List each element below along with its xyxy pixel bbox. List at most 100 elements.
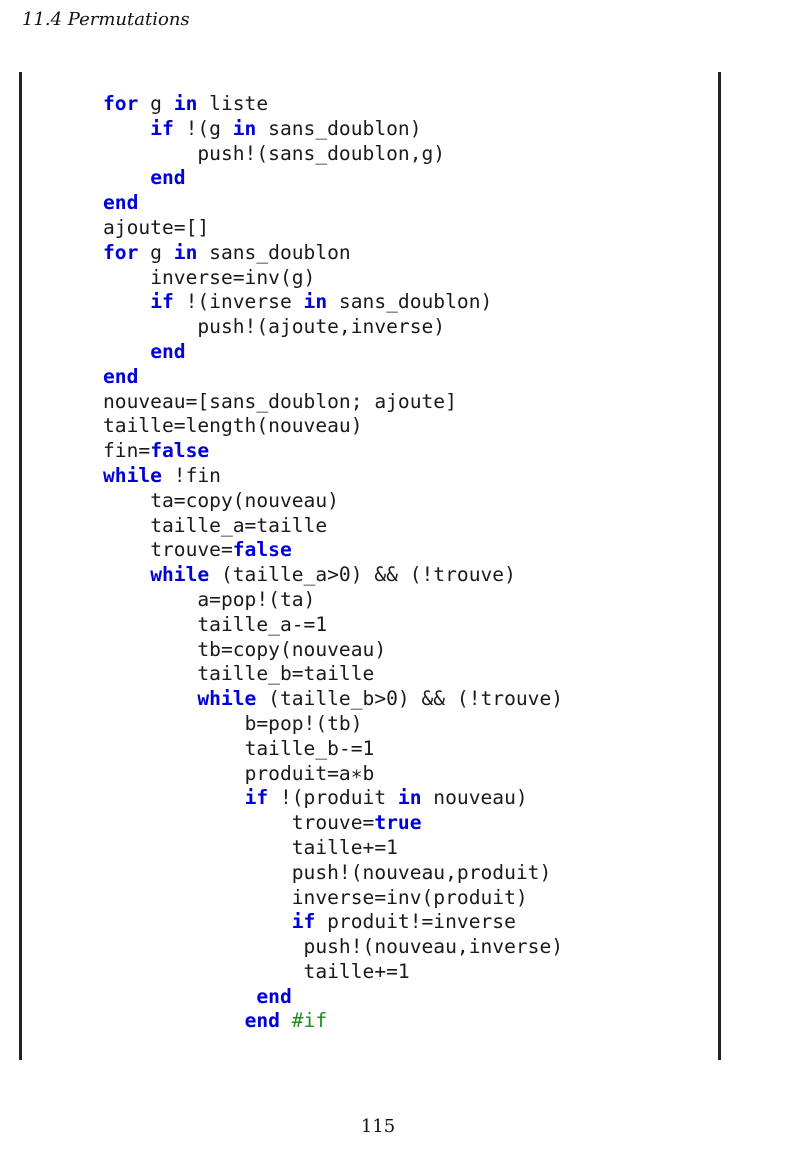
- code-indent: [103, 266, 150, 289]
- code-text: push!(ajoute,inverse): [197, 315, 446, 339]
- code-text: !(produit: [268, 786, 398, 810]
- code-listing-frame: [19, 72, 721, 1060]
- code-keyword: while: [197, 687, 257, 711]
- code-line: ajoute=[]: [103, 216, 563, 241]
- code-text: nouveau=[sans_doublon; ajoute]: [103, 389, 457, 413]
- code-indent: [103, 762, 245, 785]
- code-indent: [103, 687, 197, 710]
- code-keyword: in: [303, 290, 328, 314]
- code-text: [280, 1009, 292, 1032]
- code-indent: [103, 662, 197, 685]
- code-keyword: false: [232, 538, 292, 562]
- code-indent: [103, 985, 256, 1008]
- code-indent: [103, 861, 292, 884]
- code-keyword: if: [150, 116, 174, 140]
- code-text: nouveau): [421, 786, 528, 810]
- code-text: taille+=1: [291, 835, 398, 859]
- code-indent: [103, 737, 245, 760]
- code-text: taille_b=taille: [197, 662, 375, 686]
- code-text: !(inverse: [173, 290, 304, 314]
- code-text: inverse=inv(produit): [291, 885, 528, 909]
- code-keyword: end: [150, 166, 186, 190]
- code-line: while !fin: [103, 464, 563, 489]
- code-line: end: [103, 985, 563, 1010]
- code-line: taille_b-=1: [103, 737, 563, 762]
- code-text: tb=copy(nouveau): [197, 637, 387, 661]
- code-indent: [103, 588, 197, 611]
- code-line: push!(ajoute,inverse): [103, 315, 563, 340]
- code-line: taille_a=taille: [103, 514, 563, 539]
- code-keyword: while: [150, 563, 210, 587]
- code-text: inverse=inv(g): [150, 265, 316, 289]
- code-text: g: [138, 240, 174, 264]
- code-block: for g in liste if !(g in sans_doublon) p…: [103, 92, 563, 1034]
- code-indent: [103, 117, 150, 140]
- code-keyword: in: [173, 240, 198, 264]
- code-line: for g in sans_doublon: [103, 241, 563, 266]
- code-line: inverse=inv(g): [103, 266, 563, 291]
- code-text: trouve=: [150, 538, 233, 562]
- code-text: liste: [197, 92, 269, 115]
- running-header: 11.4 Permutations: [22, 9, 190, 30]
- code-text: a=pop!(ta): [197, 587, 316, 611]
- code-line: while (taille_a>0) && (!trouve): [103, 563, 563, 588]
- code-text: taille_b-=1: [244, 736, 375, 760]
- code-line: end #if: [103, 1009, 563, 1034]
- code-text: produit=a∗b: [244, 761, 375, 785]
- code-line: a=pop!(ta): [103, 588, 563, 613]
- code-indent: [103, 340, 150, 363]
- code-line: end: [103, 340, 563, 365]
- code-line: push!(nouveau,inverse): [103, 935, 564, 960]
- code-text: !fin: [161, 463, 221, 487]
- code-line: fin=false: [103, 439, 563, 464]
- code-line: end: [103, 191, 563, 216]
- code-keyword: in: [397, 786, 422, 810]
- code-text: taille_a-=1: [197, 612, 328, 636]
- code-keyword: if: [244, 786, 269, 810]
- code-line: if !(produit in nouveau): [103, 786, 563, 811]
- code-line: if produit!=inverse: [103, 910, 563, 935]
- code-indent: [103, 886, 292, 909]
- page-number: 115: [360, 1116, 396, 1137]
- code-line: while (taille_b>0) && (!trouve): [103, 687, 563, 712]
- code-comment: #if: [291, 1009, 328, 1033]
- code-indent: [103, 910, 292, 933]
- code-keyword: if: [291, 910, 316, 934]
- code-keyword: true: [374, 811, 422, 835]
- code-text: b=pop!(tb): [244, 711, 363, 735]
- code-line: push!(nouveau,produit): [103, 861, 563, 886]
- code-keyword: for: [103, 240, 139, 264]
- code-keyword: in: [173, 92, 198, 115]
- code-indent: [103, 935, 304, 958]
- code-indent: [103, 563, 150, 586]
- code-line: ta=copy(nouveau): [103, 489, 563, 514]
- code-keyword: end: [103, 191, 139, 215]
- code-text: sans_doublon): [256, 116, 422, 140]
- code-indent: [103, 290, 150, 313]
- code-line: for g in liste: [103, 92, 563, 117]
- code-line: trouve=false: [103, 538, 563, 563]
- code-line: if !(inverse in sans_doublon): [103, 290, 563, 315]
- code-text: g: [138, 92, 174, 115]
- code-line: taille_a-=1: [103, 613, 563, 638]
- code-indent: [103, 960, 304, 983]
- code-indent: [103, 514, 150, 537]
- code-line: inverse=inv(produit): [103, 886, 563, 911]
- code-text: sans_doublon: [197, 240, 351, 264]
- code-text: fin=: [103, 439, 151, 463]
- code-keyword: end: [256, 984, 292, 1008]
- code-keyword: while: [103, 463, 162, 487]
- code-line: taille+=1: [103, 960, 563, 985]
- code-text: taille_a=taille: [150, 513, 328, 537]
- code-line: end: [103, 365, 563, 390]
- code-indent: [103, 811, 292, 834]
- code-text: produit!=inverse: [315, 910, 516, 934]
- code-text: (taille_b>0) && (!trouve): [256, 687, 564, 711]
- code-indent: [103, 166, 150, 189]
- code-line: if !(g in sans_doublon): [103, 117, 563, 142]
- code-text: ta=copy(nouveau): [150, 488, 339, 512]
- code-line: trouve=true: [103, 811, 563, 836]
- code-keyword: if: [150, 290, 174, 314]
- code-line: produit=a∗b: [103, 762, 563, 787]
- code-line: tb=copy(nouveau): [103, 638, 563, 663]
